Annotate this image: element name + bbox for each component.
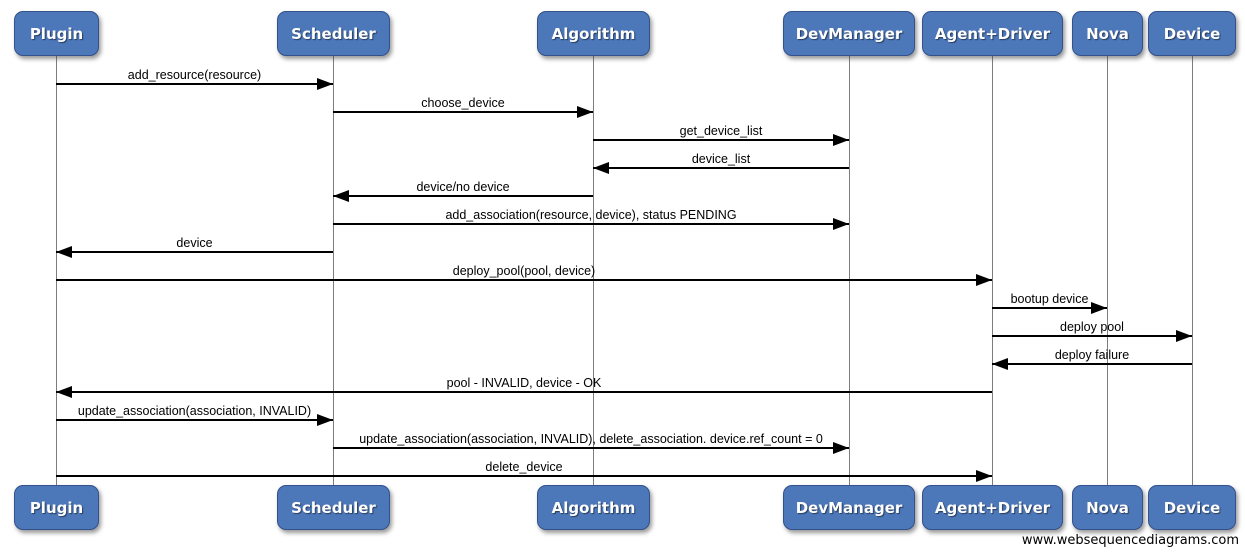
actor-box-bottom-nova: Nova: [1072, 485, 1143, 530]
actor-box-bottom-scheduler: Scheduler: [277, 485, 390, 530]
message-algorithm-to-scheduler: device/no device: [333, 179, 593, 202]
message-label: choose_device: [421, 96, 505, 110]
arrowhead-icon: [56, 386, 72, 398]
actor-box-bottom-agent-driver: Agent+Driver: [922, 485, 1063, 530]
message-label: delete_device: [485, 460, 563, 474]
message-label: bootup device: [1010, 292, 1089, 306]
watermark: www.websequencediagrams.com: [1021, 533, 1239, 548]
lifeline-devmanager: [848, 56, 850, 487]
actor-box-bottom-algorithm: Algorithm: [537, 485, 650, 530]
message-label: add_association(resource, device), statu…: [445, 208, 737, 222]
message-label: deploy failure: [1054, 348, 1130, 362]
arrowhead-icon: [833, 134, 849, 146]
message-label: update_association(association, INVALID)…: [359, 432, 823, 446]
message-label: update_association(association, INVALID): [77, 404, 312, 418]
actor-box-top-algorithm: Algorithm: [537, 11, 650, 56]
actor-box-top-plugin: Plugin: [14, 11, 99, 56]
message-plugin-to-agent-driver: deploy_pool(pool, device): [56, 263, 992, 286]
message-plugin-to-scheduler: update_association(association, INVALID): [56, 403, 333, 426]
arrowhead-icon: [317, 78, 333, 90]
lifeline-algorithm: [592, 56, 594, 487]
arrowhead-icon: [56, 246, 72, 258]
lifeline-scheduler: [332, 56, 334, 487]
message-label: get_device_list: [679, 124, 763, 138]
actor-box-top-devmanager: DevManager: [783, 11, 915, 56]
actor-box-top-nova: Nova: [1072, 11, 1143, 56]
message-label: add_resource(resource): [127, 68, 262, 82]
actor-box-bottom-devmanager: DevManager: [783, 485, 915, 530]
actor-box-top-device: Device: [1148, 11, 1236, 56]
message-label: deploy pool: [1060, 320, 1124, 334]
arrowhead-icon: [833, 442, 849, 454]
actor-box-top-agent-driver: Agent+Driver: [922, 11, 1063, 56]
message-scheduler-to-algorithm: choose_device: [333, 95, 593, 118]
arrowhead-icon: [992, 358, 1008, 370]
message-agent-driver-to-nova: bootup device: [992, 291, 1107, 314]
message-agent-driver-to-device: deploy pool: [992, 319, 1192, 342]
message-agent-driver-to-plugin: pool - INVALID, device - OK: [56, 375, 992, 398]
arrowhead-icon: [976, 470, 992, 482]
arrowhead-icon: [976, 274, 992, 286]
arrowhead-icon: [317, 414, 333, 426]
arrowhead-icon: [1176, 330, 1192, 342]
message-device-to-agent-driver: deploy failure: [992, 347, 1192, 370]
message-plugin-to-scheduler: add_resource(resource): [56, 67, 333, 90]
actor-box-bottom-plugin: Plugin: [14, 485, 99, 530]
arrowhead-icon: [833, 218, 849, 230]
actor-box-top-scheduler: Scheduler: [277, 11, 390, 56]
message-scheduler-to-plugin: device: [56, 235, 333, 258]
lifeline-nova: [1106, 56, 1108, 487]
message-label: pool - INVALID, device - OK: [446, 376, 602, 390]
lifeline-plugin: [55, 56, 57, 487]
arrowhead-icon: [1091, 302, 1107, 314]
message-label: device/no device: [416, 180, 510, 194]
message-plugin-to-agent-driver: delete_device: [56, 459, 992, 482]
arrowhead-icon: [577, 106, 593, 118]
message-algorithm-to-devmanager: get_device_list: [593, 123, 849, 146]
lifeline-device: [1191, 56, 1193, 487]
lifeline-agent-driver: [991, 56, 993, 487]
message-devmanager-to-algorithm: device_list: [593, 151, 849, 174]
arrowhead-icon: [333, 190, 349, 202]
message-label: deploy_pool(pool, device): [452, 264, 596, 278]
message-scheduler-to-devmanager: add_association(resource, device), statu…: [333, 207, 849, 230]
actor-box-bottom-device: Device: [1148, 485, 1236, 530]
message-scheduler-to-devmanager: update_association(association, INVALID)…: [333, 431, 849, 454]
message-label: device_list: [691, 152, 751, 166]
arrowhead-icon: [593, 162, 609, 174]
message-label: device: [176, 236, 213, 250]
